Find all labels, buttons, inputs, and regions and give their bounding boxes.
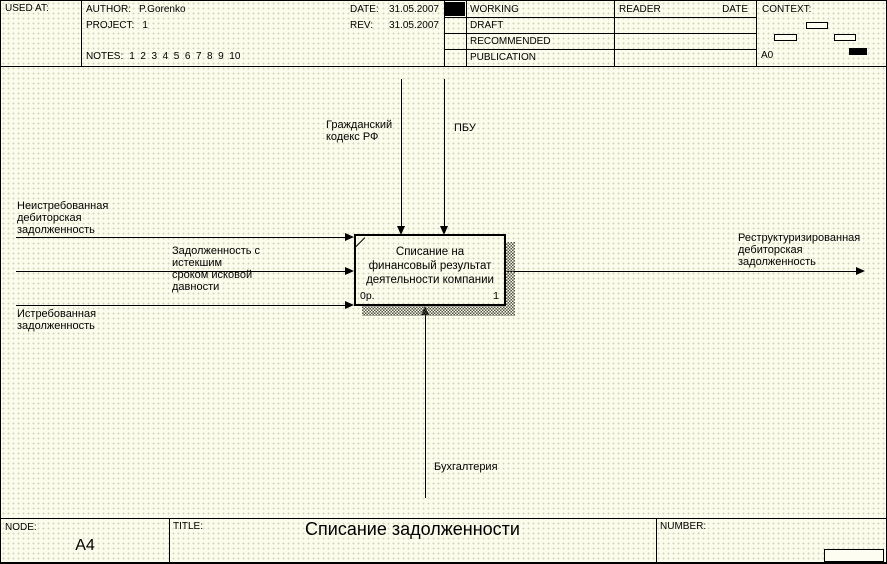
header-row-line-2 [444,33,756,34]
header-divider-context [756,1,757,66]
reader-label: READER [619,4,661,15]
rev-value: 31.05.2007 [388,20,439,31]
header-divider-used-at [81,1,82,66]
node-value: A4 [75,537,95,554]
activity-node-number: 1 [493,290,499,302]
notes-label: NOTES: [86,51,124,62]
project-value: 1 [142,20,148,31]
output-arrow-restructured-debt[interactable] [506,271,856,272]
project-label: PROJECT: [86,20,135,31]
control-arrow-pbu[interactable] [444,79,445,226]
input-arrow-claimed-debt[interactable] [16,305,346,306]
context-node-box-right [834,34,856,41]
control-arrowhead-civil-code [397,226,405,235]
number-label: NUMBER: [660,521,707,532]
input-arrowhead-expired-debt [345,267,354,275]
input-label-unclaimed-debt[interactable]: Неистребованная дебиторская задолженност… [17,200,109,236]
reader-date-label: DATE [722,4,748,15]
status-recommended-label: RECOMMENDED [470,36,551,47]
activity-name: Списание на финансовый результат деятель… [366,246,494,286]
input-arrow-unclaimed-debt[interactable] [16,237,346,238]
footer-top-border [1,518,886,519]
header-bottom-border [1,66,886,67]
date-row: DATE: 31.05.2007 [350,4,439,16]
footer-divider-node [169,518,170,562]
context-label: CONTEXT: [762,4,812,15]
header-row-line-3 [444,49,756,50]
date-label: DATE: [350,4,379,15]
status-publication-label: PUBLICATION [470,52,536,63]
input-arrowhead-claimed-debt [345,301,354,309]
rev-label: REV: [350,20,373,31]
input-arrowhead-unclaimed-debt [345,233,354,241]
author-row: AUTHOR: P.Gorenko [86,4,186,16]
input-label-expired-debt[interactable]: Задолженность с истекшим сроком исковой … [172,245,261,293]
author-label: AUTHOR: [86,4,131,15]
used-at-label: USED AT: [5,3,49,14]
notes-row: NOTES: 1 2 3 4 5 6 7 8 9 10 [86,51,240,63]
header-row-line-1 [444,17,756,18]
control-label-civil-code[interactable]: Гражданский кодекс РФ [326,119,393,143]
activity-cost: 0р. [360,290,375,302]
activity-box-writeoff[interactable]: Списание на финансовый результат деятель… [354,234,506,306]
input-label-claimed-debt[interactable]: Истребованная задолженность [17,308,97,332]
date-value: 31.05.2007 [388,4,439,15]
output-label-restructured-debt[interactable]: Реструктуризированная дебиторская задолж… [738,232,861,268]
mechanism-arrow-accounting[interactable] [425,308,426,498]
context-node-box-left [774,34,797,41]
output-arrowhead-restructured-debt [856,267,865,275]
context-node-label: A0 [761,50,774,61]
working-status-marker [445,2,465,16]
notes-values: 1 2 3 4 5 6 7 8 9 10 [129,51,241,62]
context-current-node-box [849,48,867,55]
node-label: NODE: [5,522,37,533]
project-row: PROJECT: 1 [86,20,148,32]
mechanism-label-accounting[interactable]: Бухгалтерия [434,461,498,473]
status-working-label: WORKING [470,4,519,15]
control-arrow-civil-code[interactable] [401,79,402,226]
control-arrowhead-pbu [440,226,448,235]
number-value-box [824,549,884,562]
input-arrow-expired-debt[interactable] [16,271,346,272]
author-value: P.Gorenko [139,4,186,15]
title-label: TITLE: [173,521,204,532]
control-label-pbu[interactable]: ПБУ [454,122,476,134]
rev-row: REV: 31.05.2007 [350,20,439,32]
context-node-box-top [806,22,828,29]
footer-divider-number [656,518,657,562]
status-draft-label: DRAFT [470,20,504,31]
diagram-title: Списание задолженности [305,519,520,539]
